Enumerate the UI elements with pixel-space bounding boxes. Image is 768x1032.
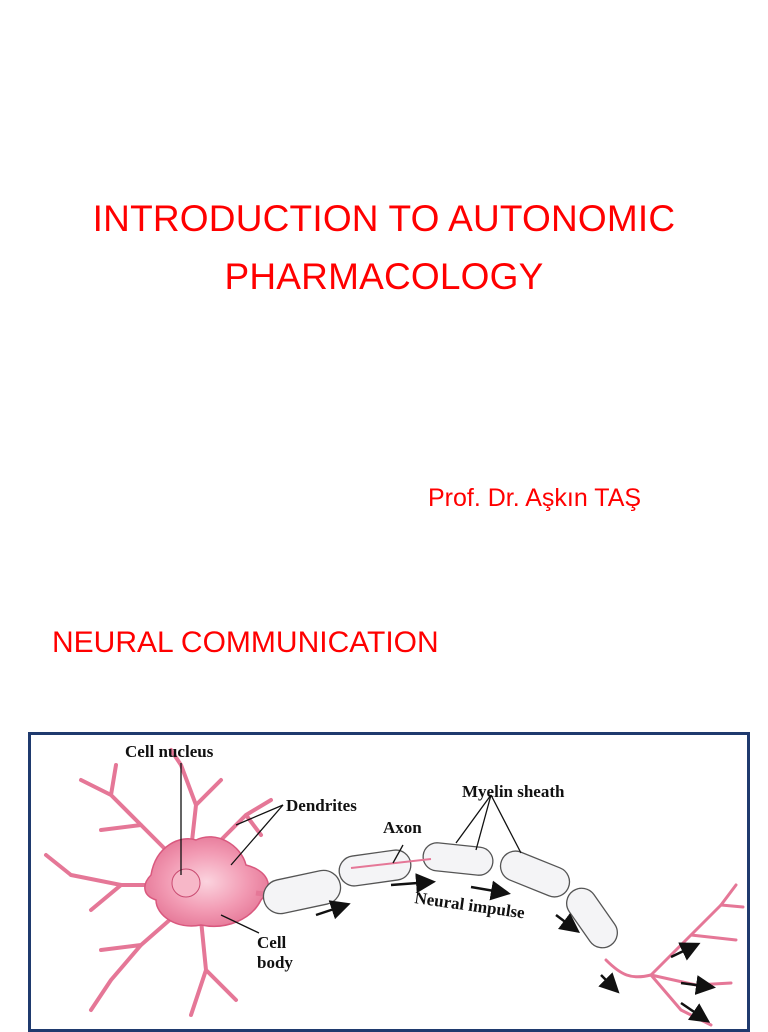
- label-dendrites: Dendrites: [286, 796, 357, 815]
- impulse-arrows: [315, 873, 716, 1023]
- label-cell-nucleus: Cell nucleus: [125, 742, 214, 761]
- label-myelin-sheath: Myelin sheath: [462, 782, 565, 801]
- neuron-diagram: Cell nucleus Dendrites Myelin sheath Axo…: [44, 742, 745, 1027]
- author-name: Prof. Dr. Aşkın TAŞ: [428, 484, 642, 512]
- cell-nucleus-shape: [171, 868, 201, 898]
- label-axon: Axon: [383, 818, 422, 837]
- cell-body-shape: [144, 836, 269, 927]
- title-line-2: PHARMACOLOGY: [224, 256, 544, 297]
- myelin-sheath-segments: [262, 842, 618, 949]
- label-neural-impulse: Neural impulse: [413, 888, 526, 922]
- label-cell: Cell: [257, 933, 287, 952]
- dendrites-shape: [44, 748, 273, 1017]
- label-body: body: [257, 953, 293, 972]
- section-heading: NEURAL COMMUNICATION: [52, 626, 439, 659]
- slide-title: INTRODUCTION TO AUTONOMIC PHARMACOLOGY: [0, 190, 768, 306]
- title-line-1: INTRODUCTION TO AUTONOMIC: [92, 198, 676, 239]
- neuron-diagram-frame: Cell nucleus Dendrites Myelin sheath Axo…: [28, 732, 750, 1032]
